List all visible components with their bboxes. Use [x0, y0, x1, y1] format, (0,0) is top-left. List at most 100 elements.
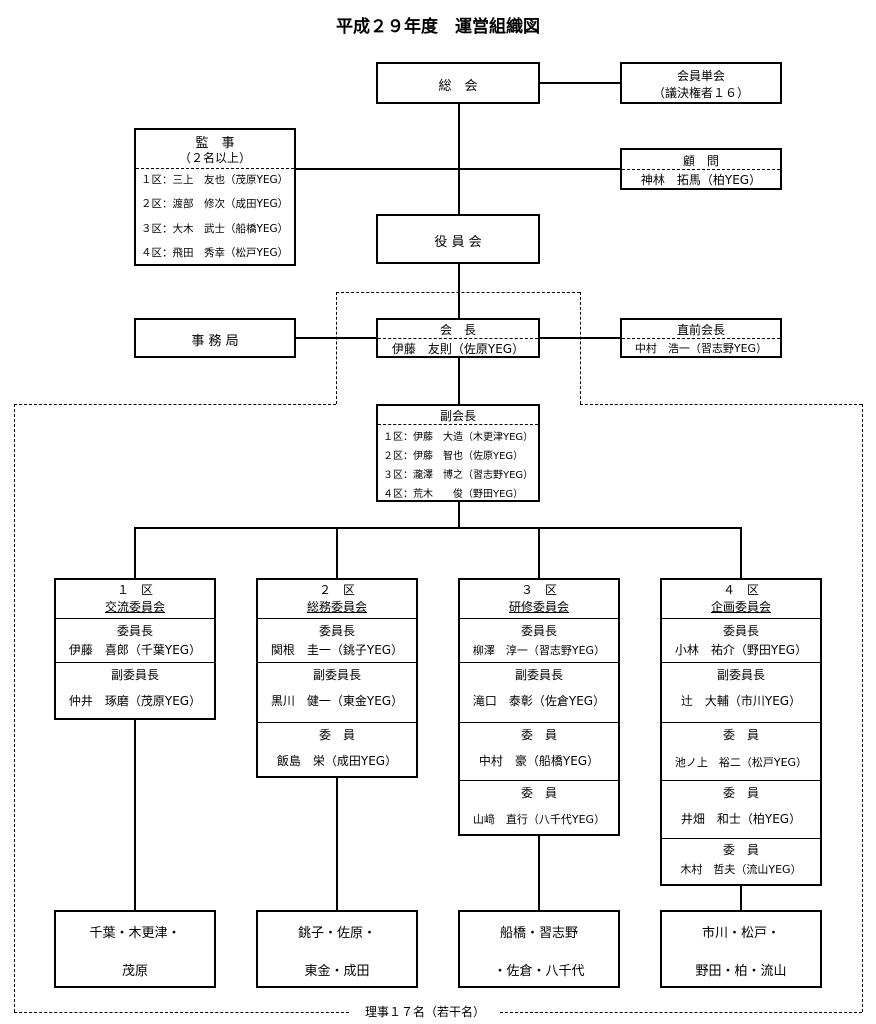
connector — [740, 527, 742, 578]
committee-divider — [662, 722, 820, 723]
committee-role: 委員長 — [520, 624, 557, 638]
connector — [458, 358, 460, 404]
connector — [134, 527, 136, 578]
committee-member: 山﨑 直行（八千代YEG） — [472, 813, 606, 826]
dash-seg — [862, 404, 863, 1012]
committee-district: ４ 区 — [722, 583, 759, 597]
past-chairman-name: 中村 浩一（習志野YEG） — [634, 342, 768, 355]
committee-member: 池ノ上 裕二（松戸YEG） — [674, 756, 808, 769]
area-box-4: 市川・松戸・ 野田・柏・流山 — [660, 910, 822, 988]
vice-chairman-row: ４区：荒木 俊（野田YEG） — [383, 489, 524, 500]
auditors-box: 監 事 （２名以上） １区：三上 友也（茂原YEG） ２区：渡部 修次（成田YE… — [134, 128, 296, 266]
member-units-label: 会員単会 — [676, 69, 725, 83]
auditor-row: ２区：渡部 修次（成田YEG） — [141, 198, 289, 210]
committee-name: 交流委員会 — [104, 600, 165, 614]
committee-divider — [460, 722, 618, 723]
committee-divider — [662, 838, 820, 839]
committee-member: 辻 大輔（市川YEG） — [680, 694, 802, 708]
committee-member: 木村 哲夫（流山YEG） — [680, 863, 802, 876]
dash-seg — [14, 1012, 349, 1013]
secretariat-box: 事 務 局 — [134, 318, 296, 358]
auditors-subtitle: （２名以上） — [178, 151, 251, 165]
directors-dashed-frame — [14, 404, 15, 1012]
member-units-box: 会員単会 （議決権者１６） — [620, 62, 782, 104]
connector — [296, 337, 376, 339]
connector — [336, 527, 338, 578]
advisor-divider — [622, 169, 780, 170]
committee-district: １ 区 — [116, 583, 153, 597]
committee-divider — [258, 662, 416, 663]
committee-divider — [460, 662, 618, 663]
connector — [134, 720, 136, 910]
committee-member: 仲井 琢磨（茂原YEG） — [68, 694, 202, 708]
area-line: 茂原 — [121, 964, 148, 979]
committee-2-box: ２ 区 総務委員会 委員長 関根 圭一（銚子YEG） 副委員長 黒川 健一（東金… — [256, 578, 418, 778]
committee-member: 中村 豪（船橋YEG） — [478, 754, 600, 768]
connector — [458, 104, 460, 214]
committee-district: ３ 区 — [520, 583, 557, 597]
committee-member: 小林 祐介（野田YEG） — [674, 643, 808, 657]
dash-seg — [500, 1012, 862, 1013]
general-meeting-label: 総 会 — [438, 79, 478, 94]
area-line: 銚子・佐原・ — [297, 926, 376, 941]
chairman-title: 会 長 — [439, 323, 476, 337]
past-chairman-title: 直前会長 — [676, 323, 725, 337]
area-line: ・佐倉・八千代 — [493, 964, 585, 979]
committee-name: 研修委員会 — [508, 600, 569, 614]
connector — [336, 778, 338, 910]
connector — [134, 527, 742, 529]
committee-member: 滝口 泰彰（佐倉YEG） — [472, 694, 606, 708]
connector — [538, 527, 540, 578]
committee-member: 井畑 和士（柏YEG） — [680, 812, 802, 826]
connector — [540, 337, 620, 339]
committee-role: 委 員 — [722, 786, 759, 800]
committee-name: 総務委員会 — [306, 600, 367, 614]
area-line: 船橋・習志野 — [499, 926, 578, 941]
committee-role: 委 員 — [520, 728, 557, 742]
area-line: 市川・松戸・ — [701, 926, 780, 941]
member-units-votes: （議決権者１６） — [652, 86, 749, 100]
committee-member: 柳澤 淳一（習志野YEG） — [472, 644, 606, 657]
dash-seg — [336, 292, 337, 404]
connector — [458, 264, 460, 318]
vice-chairman-row: ２区：伊藤 智也（佐原YEG） — [383, 451, 524, 462]
committee-divider — [56, 618, 214, 619]
committee-member: 飯島 栄（成田YEG） — [276, 754, 398, 768]
connector — [538, 836, 540, 910]
connector — [740, 886, 742, 910]
committee-divider — [258, 722, 416, 723]
committee-divider — [460, 780, 618, 781]
committee-member: 関根 圭一（銚子YEG） — [270, 643, 404, 657]
committee-role: 委 員 — [520, 786, 557, 800]
auditor-row: ４区：飛田 秀幸（松戸YEG） — [141, 247, 289, 259]
committee-name: 企画委員会 — [710, 600, 771, 614]
chairman-name: 伊藤 友則（佐原YEG） — [391, 342, 525, 356]
area-line: 千葉・木更津・ — [89, 926, 181, 941]
board-label: 役 員 会 — [434, 235, 482, 250]
board-box: 役 員 会 — [376, 214, 540, 264]
page-title: 平成２９年度 運営組織図 — [336, 17, 540, 37]
vice-chairmen-title: 副会長 — [439, 409, 476, 423]
auditors-divider — [136, 168, 294, 169]
auditor-row: ３区：大木 武士（船橋YEG） — [141, 223, 289, 235]
committee-role: 副委員長 — [110, 668, 159, 682]
chairman-box: 会 長 伊藤 友則（佐原YEG） — [376, 318, 540, 358]
connector — [538, 82, 620, 84]
committee-4-box: ４ 区 企画委員会 委員長 小林 祐介（野田YEG） 副委員長 辻 大輔（市川Y… — [660, 578, 822, 886]
committee-role: 委員長 — [116, 624, 153, 638]
dash-seg — [14, 404, 336, 405]
advisor-title: 顧 問 — [682, 154, 719, 168]
committee-role: 委 員 — [722, 728, 759, 742]
advisor-box: 顧 問 神林 拓馬（柏YEG） — [620, 148, 782, 190]
committee-divider — [56, 662, 214, 663]
area-line: 野田・柏・流山 — [695, 964, 787, 979]
committee-district: ２ 区 — [318, 583, 355, 597]
vice-chairmen-box: 副会長 １区：伊藤 大造（木更津YEG） ２区：伊藤 智也（佐原YEG） ３区：… — [376, 404, 540, 502]
committee-1-box: １ 区 交流委員会 委員長 伊藤 喜郎（千葉YEG） 副委員長 仲井 琢磨（茂原… — [54, 578, 216, 720]
committee-role: 副委員長 — [514, 668, 563, 682]
committee-role: 委員長 — [722, 624, 759, 638]
advisor-name: 神林 拓馬（柏YEG） — [640, 173, 762, 187]
committee-role: 委 員 — [318, 728, 355, 742]
committee-role: 副委員長 — [716, 668, 765, 682]
committee-role: 副委員長 — [312, 668, 361, 682]
